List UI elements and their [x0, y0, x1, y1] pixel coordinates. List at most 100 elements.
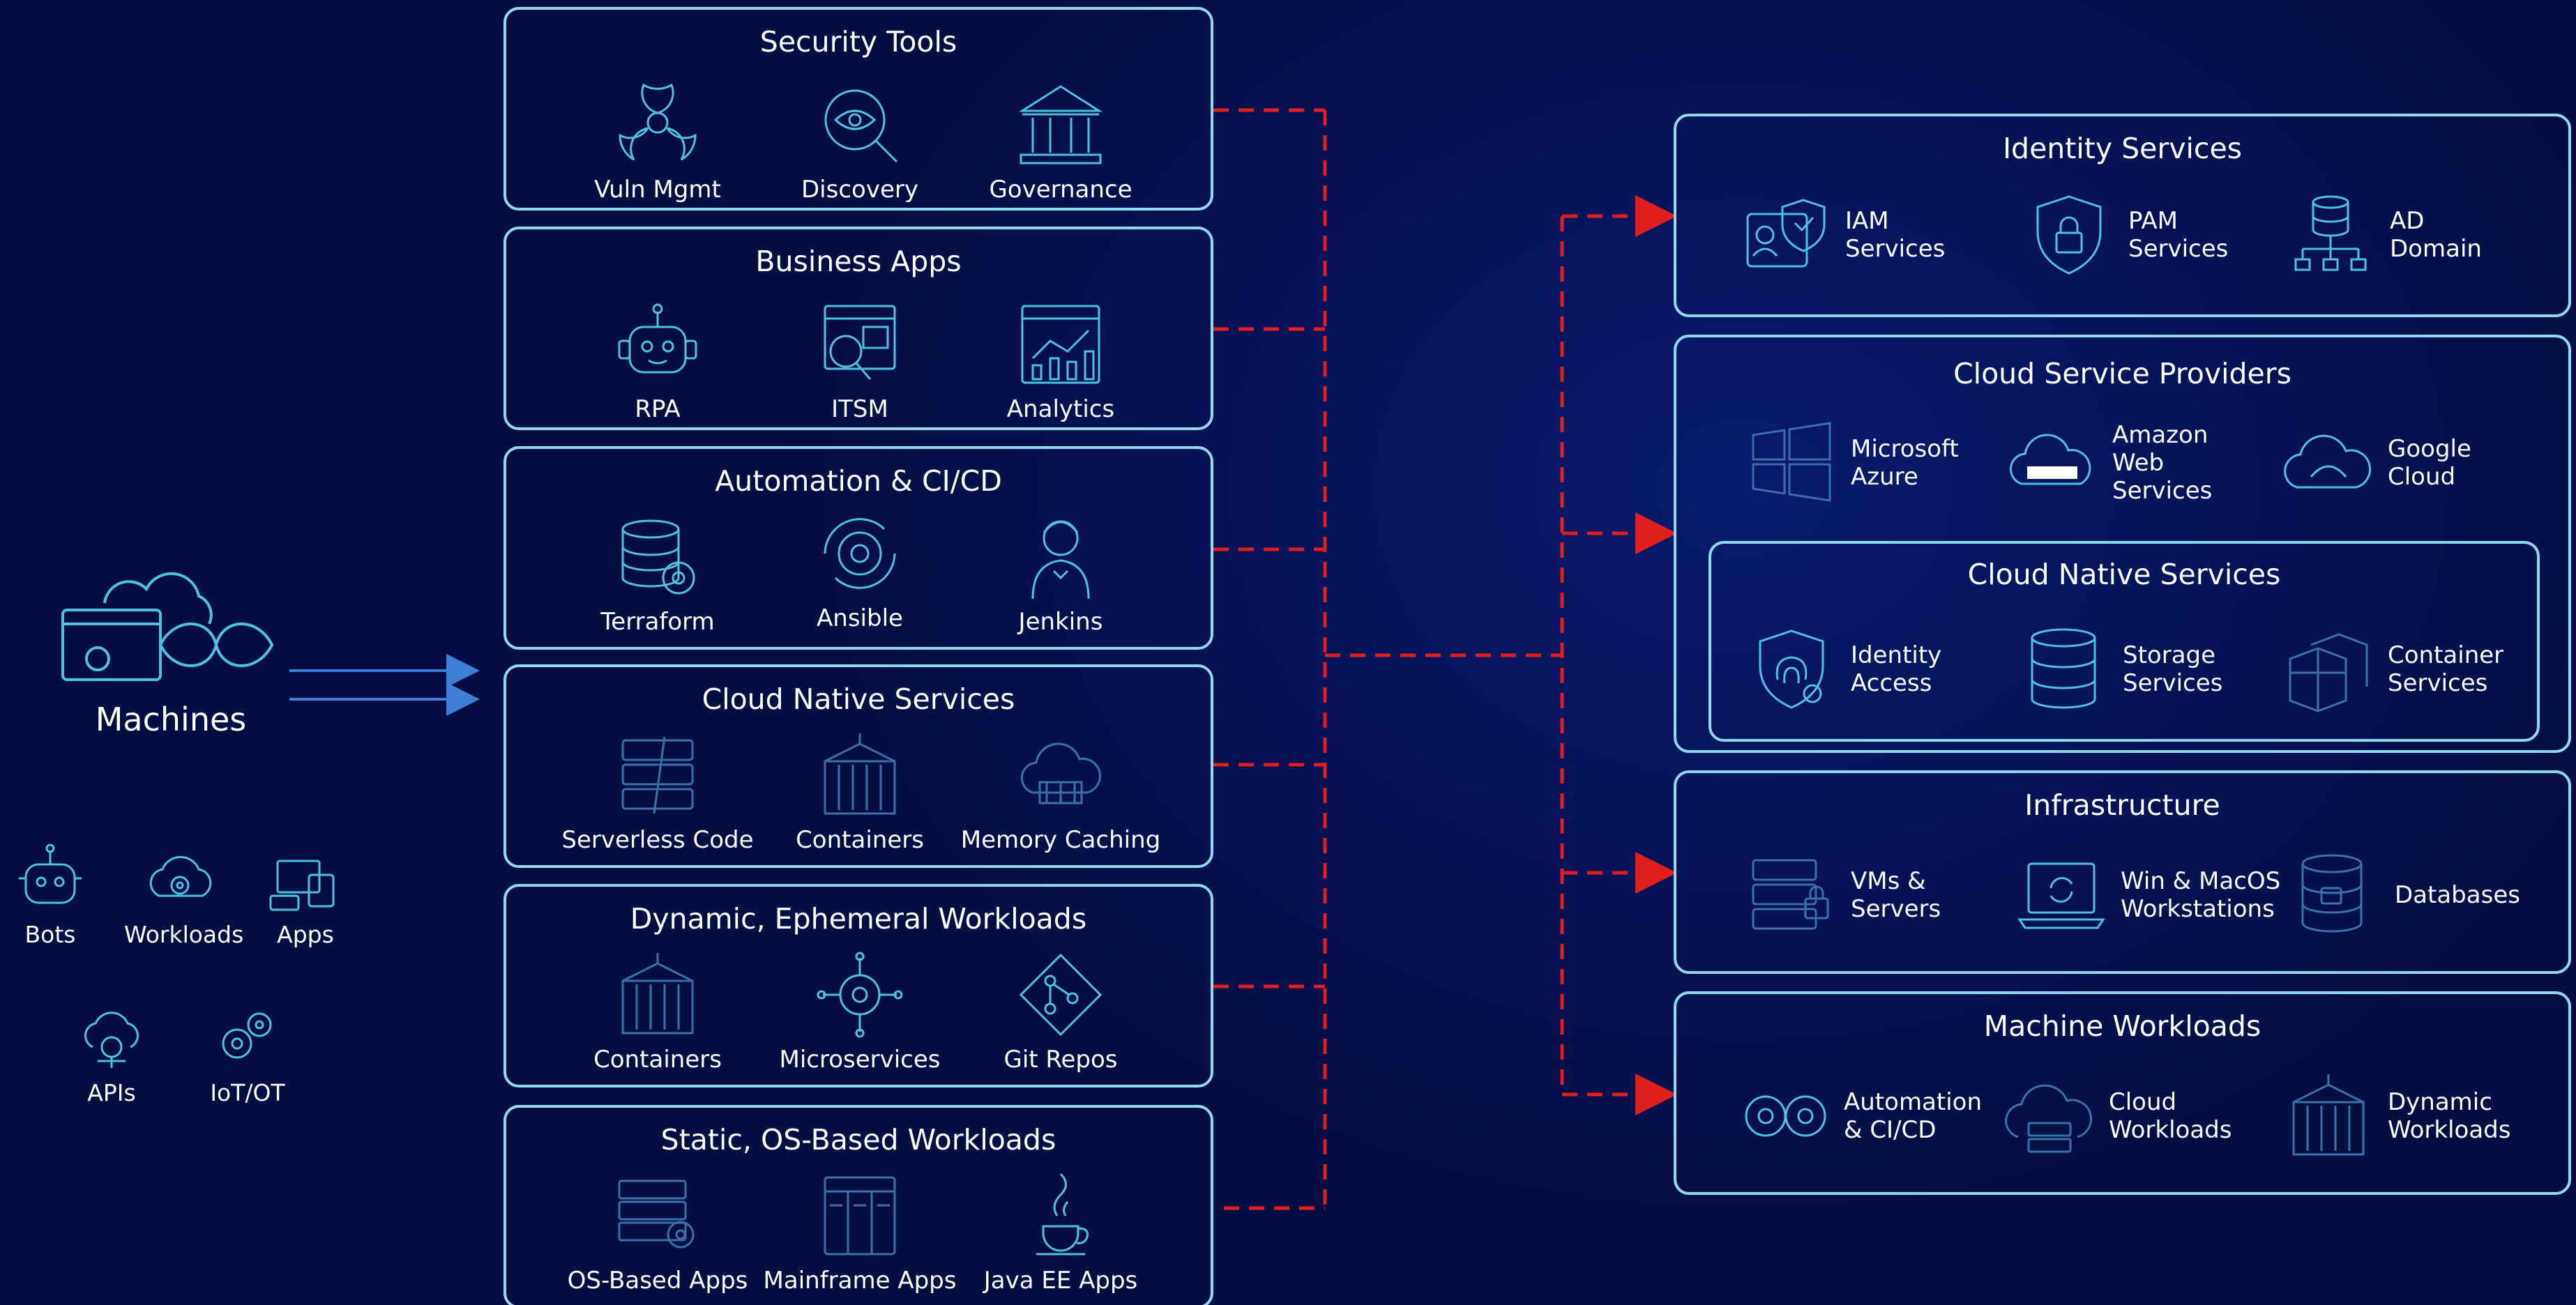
group-cloud-native-inner: Cloud Native Services Identity Access St…	[1709, 541, 2540, 742]
item-label: Mainframe Apps	[763, 1267, 957, 1295]
item-jenkins: Jenkins	[956, 512, 1165, 636]
machines-icon	[61, 572, 274, 681]
robot-face-icon	[19, 844, 82, 904]
item-vms-servers: VMs & Servers	[1746, 843, 2053, 947]
devices-icon	[269, 860, 335, 911]
source-apps: Apps	[250, 840, 361, 948]
java-cup-icon	[1036, 1173, 1089, 1256]
source-apis: APIs	[56, 998, 167, 1106]
group-business-apps: Business Apps RPA ITSM Analytics	[503, 227, 1213, 430]
item-label: Discovery	[801, 176, 918, 204]
group-title: Dynamic, Ephemeral Workloads	[630, 902, 1087, 936]
item-container-services: Container Services	[2283, 617, 2576, 722]
item-label: Microservices	[779, 1046, 941, 1074]
item-cloud-workloads: Cloud Workloads	[2004, 1064, 2311, 1168]
laptop-sync-icon	[2017, 862, 2105, 929]
item-itsm: ITSM	[755, 299, 964, 423]
item-label: VMs & Servers	[1851, 867, 1941, 923]
group-infrastructure: Infrastructure VMs & Servers Win & MacOS…	[1674, 770, 2571, 974]
item-workstations: Win & MacOS Workstations	[2016, 843, 2323, 947]
database-icon	[2031, 628, 2096, 709]
biohazard-icon	[619, 83, 697, 161]
item-os-based-apps: OS-Based Apps	[553, 1170, 762, 1295]
cloud-gear-icon	[149, 855, 212, 897]
item-dynamic-workloads: Dynamic Workloads	[2283, 1064, 2576, 1168]
group-machine-workloads: Machine Workloads Automation & CI/CD Clo…	[1674, 991, 2571, 1195]
group-title: Static, OS-Based Workloads	[660, 1123, 1056, 1157]
item-label: Jenkins	[1018, 608, 1103, 636]
source-label: Bots	[24, 921, 76, 948]
server-lock-icon	[1752, 859, 1829, 930]
item-containers-dynamic: Containers	[553, 949, 762, 1074]
item-label: Storage Services	[2123, 641, 2223, 697]
item-label: Serverless Code	[561, 826, 754, 854]
database-gear-icon	[621, 519, 695, 595]
item-containers: Containers	[755, 730, 964, 854]
server-gear-icon	[618, 1180, 695, 1249]
item-label: ITSM	[831, 395, 888, 423]
source-bots: Bots	[0, 840, 106, 948]
item-label: Microsoft Azure	[1851, 435, 1959, 491]
item-label: Vuln Mgmt	[594, 176, 721, 204]
item-google-cloud: Google Cloud	[2283, 411, 2576, 515]
item-label: Container Services	[2388, 641, 2504, 697]
source-label: IoT/OT	[210, 1079, 285, 1106]
item-label: Analytics	[1006, 395, 1115, 423]
group-title: Business Apps	[755, 245, 962, 278]
group-title: Machine Workloads	[1983, 1009, 2261, 1043]
item-analytics: Analytics	[956, 299, 1165, 423]
machines-node: Machines	[56, 540, 286, 738]
item-label: Databases	[2395, 881, 2520, 909]
shield-lock-icon	[2036, 195, 2102, 275]
item-label: Automation & CI/CD	[1844, 1088, 1983, 1144]
source-label: APIs	[87, 1079, 136, 1106]
group-title: Cloud Native Services	[1967, 558, 2281, 591]
item-terraform: Terraform	[553, 512, 762, 636]
item-label: Dynamic Workloads	[2388, 1088, 2511, 1144]
item-label: Java EE Apps	[983, 1267, 1138, 1295]
item-label: PAM Services	[2128, 207, 2229, 263]
item-label: Git Repos	[1003, 1046, 1118, 1074]
item-automation-cicd: Automation & CI/CD	[1739, 1064, 2046, 1168]
source-label: Apps	[277, 921, 334, 948]
cloud-server-icon	[2005, 1084, 2093, 1153]
item-aws: Amazon Web Services	[2008, 411, 2314, 515]
gears-pair-icon	[1745, 1095, 1826, 1137]
group-title: Infrastructure	[2024, 788, 2220, 822]
item-pam: PAM Services	[2024, 183, 2331, 287]
source-label: Workloads	[124, 921, 244, 948]
source-workloads: Workloads	[124, 840, 244, 948]
id-card-shield-icon	[1746, 199, 1826, 268]
container-icon	[824, 733, 896, 815]
source-iot: IoT/OT	[192, 998, 303, 1106]
robot-icon	[618, 303, 697, 374]
item-databases: Databases	[2290, 843, 2576, 947]
building-columns-icon	[1018, 85, 1103, 165]
cloud-swirl-icon	[2284, 434, 2372, 489]
group-static-workloads: Static, OS-Based Workloads OS-Based Apps…	[503, 1105, 1213, 1305]
group-title: Security Tools	[759, 25, 957, 59]
group-automation: Automation & CI/CD Terraform Ansible Jen…	[503, 446, 1213, 650]
gears-icon	[222, 1012, 272, 1059]
item-label: Win & MacOS Workstations	[2121, 867, 2281, 923]
item-label: RPA	[635, 395, 681, 423]
item-label: Ansible	[817, 604, 903, 632]
item-vuln-mgmt: Vuln Mgmt	[553, 79, 762, 204]
item-identity-access: Identity Access	[1746, 617, 2053, 722]
item-storage-services: Storage Services	[2018, 617, 2325, 722]
item-label: Identity Access	[1851, 641, 1942, 697]
item-iam: IAM Services	[1741, 183, 2047, 287]
butler-icon	[1031, 520, 1090, 600]
group-cloud-service-providers: Cloud Service Providers Microsoft Azure …	[1674, 335, 2571, 753]
windows-icon	[1752, 422, 1831, 502]
item-microservices: Microservices	[755, 949, 964, 1074]
item-memory-caching: Memory Caching	[956, 730, 1165, 854]
server-stack-icon	[621, 736, 694, 814]
eye-magnifier-icon	[824, 89, 898, 163]
item-azure: Microsoft Azure	[1746, 411, 2053, 515]
mainframe-icon	[824, 1176, 896, 1256]
item-git-repos: Git Repos	[956, 949, 1165, 1074]
item-ad-domain: AD Domain	[2285, 183, 2576, 287]
gear-cycle-icon	[824, 518, 896, 589]
